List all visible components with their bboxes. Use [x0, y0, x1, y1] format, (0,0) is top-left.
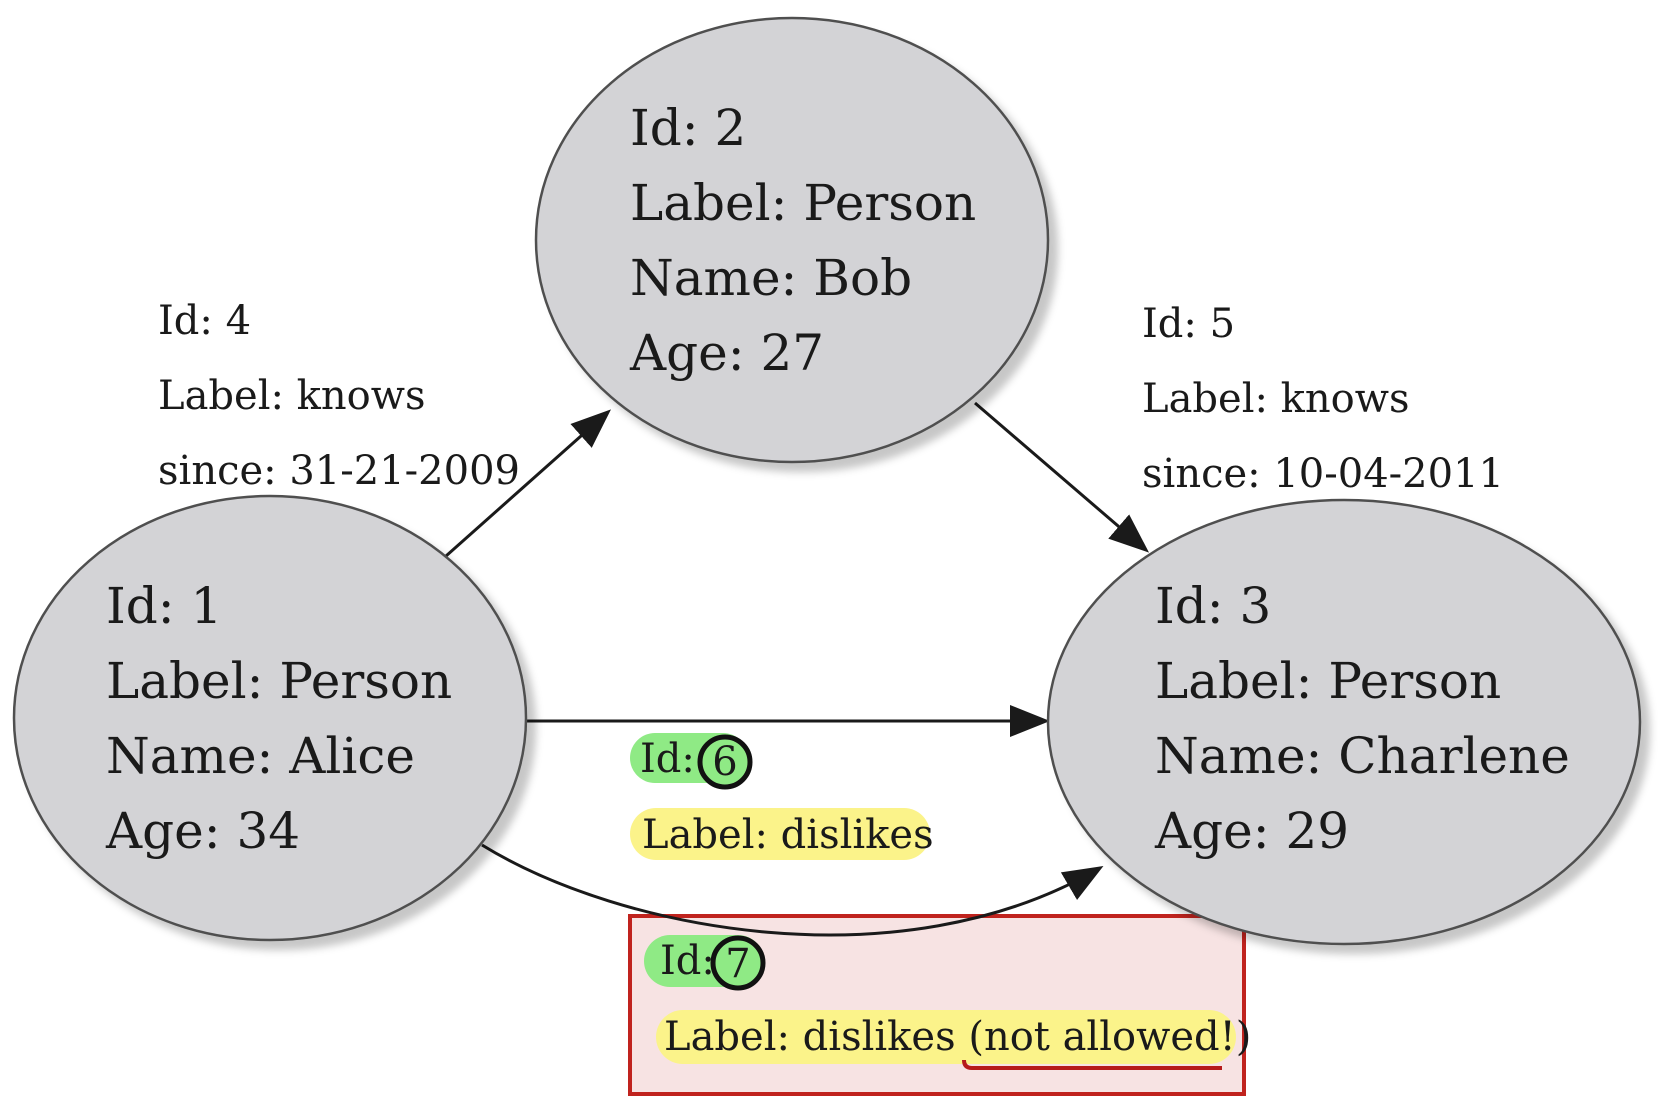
node-1-line: Label: Person [106, 652, 452, 710]
node-1-ellipse [12, 494, 528, 942]
node-1-line: Age: 34 [105, 802, 300, 860]
edge-7-label-text: Label: dislikes (not allowed!) [664, 1014, 1251, 1060]
edge-5-line: since: 10-04-2011 [1142, 451, 1504, 497]
error-underline [962, 1059, 1222, 1070]
node-1-line: Name: Alice [106, 727, 415, 785]
node-2-ellipse [534, 16, 1050, 464]
node-3-line: Age: 29 [1154, 802, 1349, 860]
id-circle-marker [697, 734, 753, 790]
node-2-line: Id: 2 [630, 99, 746, 157]
edge-7-label-main: Label: dislikes ( [664, 1014, 984, 1060]
edge-5-line: Id: 5 [1142, 301, 1235, 347]
edge-4-line: Id: 4 [158, 298, 251, 344]
node-1-line: Id: 1 [106, 577, 222, 635]
error-note: not allowed! [984, 1014, 1236, 1060]
edge-6-id-prefix: Id: [640, 736, 695, 782]
edge-7-id-prefix: Id: [660, 938, 715, 984]
node-3-line: Id: 3 [1155, 577, 1271, 635]
node-2-line: Age: 27 [629, 324, 824, 382]
edge-6-label-text: Label: dislikes [642, 812, 934, 858]
edge-6-id-value: 6 [712, 739, 737, 785]
edge-5-line: Label: knows [1142, 376, 1410, 422]
label-highlight [656, 1010, 1236, 1064]
edge-7-label: Id: 7 Label: dislikes (not allowed!) [644, 935, 1251, 1070]
id-circle-marker [710, 935, 766, 991]
node-3-label: Id: 3 Label: Person Name: Charlene Age: … [1154, 577, 1570, 860]
node-2-line: Label: Person [630, 174, 976, 232]
edge-7-label-close: ) [1236, 1014, 1252, 1060]
edge-7-id-value: 7 [725, 941, 750, 987]
edge-4-label: Id: 4 Label: knows since: 31-21-2009 [158, 298, 520, 494]
node-2-line: Name: Bob [630, 249, 912, 307]
edge-line-5 [974, 401, 1150, 553]
label-highlight [630, 808, 930, 860]
edge-line-4 [445, 409, 611, 558]
node-3-line: Label: Person [1155, 652, 1501, 710]
edge-5-label: Id: 5 Label: knows since: 10-04-2011 [1142, 301, 1504, 497]
node-2-label: Id: 2 Label: Person Name: Bob Age: 27 [629, 99, 976, 382]
edge-line-7 [481, 843, 1104, 937]
edge-4-line: since: 31-21-2009 [158, 448, 520, 494]
edge-6-label: Id: 6 Label: dislikes [630, 733, 934, 860]
edge-4-line: Label: knows [158, 373, 426, 419]
node-1-label: Id: 1 Label: Person Name: Alice Age: 34 [105, 577, 452, 860]
node-3-ellipse [1046, 498, 1642, 946]
node-3-line: Name: Charlene [1155, 727, 1570, 785]
